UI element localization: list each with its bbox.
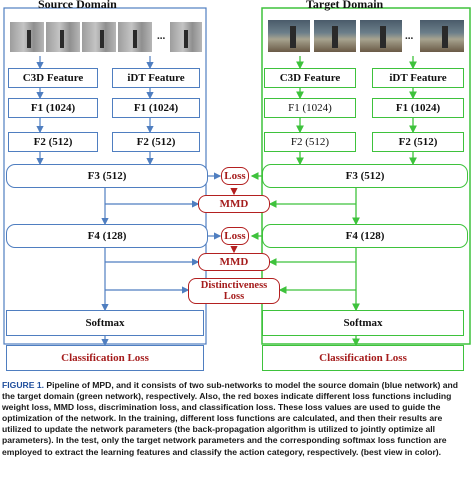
source-softmax-box: Softmax	[6, 310, 204, 336]
f3-loss-box: Loss	[221, 167, 249, 185]
source-frame	[10, 22, 44, 52]
target-f3-box: F3 (512)	[262, 164, 468, 188]
target-frame	[314, 20, 356, 52]
connector-lines	[3, 7, 471, 347]
source-f1-right-box: F1 (1024)	[112, 98, 200, 118]
distinctiveness-loss-line1: Distinctiveness	[200, 280, 268, 291]
distinctiveness-loss-box: Distinctiveness Loss	[188, 278, 280, 304]
source-domain-title: Source Domain	[38, 0, 117, 11]
f4-loss-box: Loss	[221, 227, 249, 245]
target-softmax-box: Softmax	[262, 310, 464, 336]
target-f2-left-box: F2 (512)	[264, 132, 356, 152]
pipeline-diagram: Source Domain Target Domain ... ... C3D …	[3, 0, 471, 371]
source-f3-box: F3 (512)	[6, 164, 208, 188]
figure-caption: FIGURE 1. Pipeline of MPD, and it consis…	[2, 380, 472, 458]
target-f1-left-box: F1 (1024)	[264, 98, 356, 118]
target-f1-right-box: F1 (1024)	[372, 98, 464, 118]
source-classification-loss-box: Classification Loss	[6, 345, 204, 371]
source-f1-left-box: F1 (1024)	[8, 98, 98, 118]
target-f2-right-box: F2 (512)	[372, 132, 464, 152]
source-frame	[118, 22, 152, 52]
target-frame	[360, 20, 402, 52]
distinctiveness-loss-line2: Loss	[223, 291, 245, 302]
caption-text: Pipeline of MPD, and it consists of two …	[2, 380, 459, 457]
source-idt-feature-box: iDT Feature	[112, 68, 200, 88]
caption-label: FIGURE 1.	[2, 380, 45, 390]
source-f2-left-box: F2 (512)	[8, 132, 98, 152]
target-frame	[268, 20, 310, 52]
source-c3d-feature-box: C3D Feature	[8, 68, 98, 88]
source-frame	[82, 22, 116, 52]
target-domain-title: Target Domain	[306, 0, 384, 11]
target-frame	[420, 20, 464, 52]
source-frame	[170, 22, 202, 52]
target-f4-box: F4 (128)	[262, 224, 468, 248]
target-c3d-feature-box: C3D Feature	[264, 68, 356, 88]
target-idt-feature-box: iDT Feature	[372, 68, 464, 88]
target-frames-ellipsis: ...	[405, 30, 414, 42]
source-f2-right-box: F2 (512)	[112, 132, 200, 152]
mmd-loss-box-2: MMD	[198, 253, 270, 271]
mmd-loss-box-1: MMD	[198, 195, 270, 213]
source-f4-box: F4 (128)	[6, 224, 208, 248]
source-frames-ellipsis: ...	[157, 30, 166, 42]
target-classification-loss-box: Classification Loss	[262, 345, 464, 371]
source-frame	[46, 22, 80, 52]
